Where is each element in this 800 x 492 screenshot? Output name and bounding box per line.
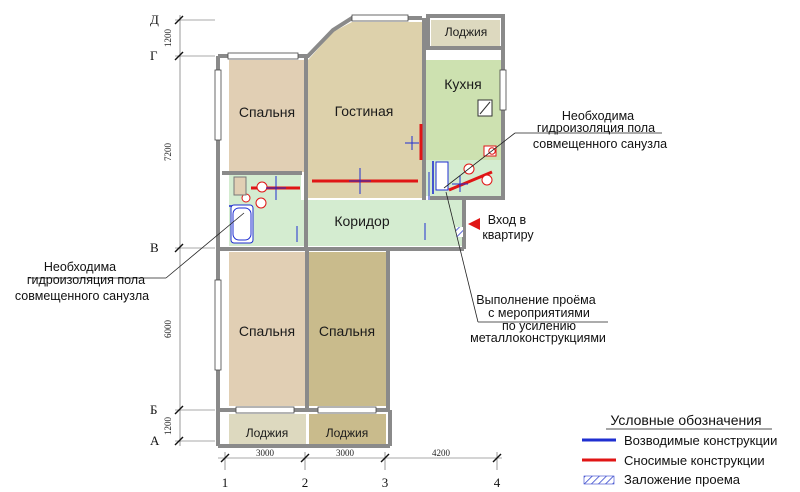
note-entrance-line1: Вход в <box>488 213 527 227</box>
room-bedroom-bottom-left <box>229 252 306 406</box>
dim-vertical-2: 7200 <box>163 143 173 162</box>
dim-vertical-1: 1200 <box>163 29 173 48</box>
note-waterproof-right-line2: гидроизоляция пола <box>537 121 655 135</box>
windows <box>214 14 507 414</box>
note-waterproof-left-line3: совмещенного санузла <box>15 289 149 303</box>
rooms <box>229 20 501 444</box>
legend: Условные обозначения Возводимые конструк… <box>582 412 777 487</box>
note-opening-line1: Выполнение проёма <box>476 293 595 307</box>
note-waterproof-left: Необходима гидроизоляция пола совмещенно… <box>15 260 149 303</box>
room-bedroom-bottom-right <box>309 252 386 406</box>
hatch-opening-marker <box>456 227 463 237</box>
axis-grid <box>175 15 502 470</box>
room-label-loggia-bottom-left: Лоджия <box>246 426 289 440</box>
legend-label-demolish: Сносимые конструкции <box>624 453 765 468</box>
bath-fixtures-right <box>435 99 497 191</box>
room-living <box>308 22 422 198</box>
axis-row-A: А <box>150 433 160 448</box>
note-waterproof-right-line3: совмещенного санузла <box>533 137 667 151</box>
legend-title: Условные обозначения <box>610 412 761 428</box>
crosshairs <box>266 136 468 242</box>
room-loggia-bottom-right <box>309 414 386 444</box>
room-loggia-bottom-left <box>229 414 306 444</box>
room-label-living: Гостиная <box>335 103 394 119</box>
dim-horizontal-2: 3000 <box>336 448 355 458</box>
note-entrance: Вход в квартиру <box>482 213 534 242</box>
axis-col-4: 4 <box>494 475 501 490</box>
room-label-bedroom-bottom-left: Спальня <box>239 323 295 339</box>
room-loggia-top <box>431 20 500 46</box>
room-label-kitchen: Кухня <box>444 76 481 92</box>
axis-row-V: В <box>150 240 159 255</box>
note-opening-line4: металлоконструкциями <box>470 331 606 345</box>
note-waterproof-right-line1: Необходима <box>562 109 634 123</box>
note-opening-line3: по усилению <box>502 319 576 333</box>
room-label-corridor: Коридор <box>334 213 390 229</box>
entrance-arrow <box>468 218 480 230</box>
note-waterproof-right: Необходима гидроизоляция пола совмещенно… <box>533 109 667 151</box>
dim-vertical-4: 1200 <box>163 417 173 436</box>
bath-fixtures-left <box>230 176 268 244</box>
axis-col-2: 2 <box>302 475 309 490</box>
note-opening-line2: с мероприятиями <box>488 306 590 320</box>
room-bedroom-top <box>229 60 306 172</box>
note-waterproof-left-line2: гидроизоляция пола <box>27 273 145 287</box>
room-label-loggia-bottom-right: Лоджия <box>326 426 369 440</box>
room-label-loggia-top: Лоджия <box>445 25 488 39</box>
legend-swatch-hatch <box>583 475 615 485</box>
note-opening: Выполнение проёма с мероприятиями по уси… <box>470 293 606 345</box>
room-label-bedroom-top: Спальня <box>239 104 295 120</box>
room-corridor <box>301 200 464 246</box>
axis-ticks <box>174 15 502 463</box>
axis-row-B: Б <box>150 402 157 417</box>
dim-vertical-3: 6000 <box>163 320 173 339</box>
axis-col-1: 1 <box>222 475 229 490</box>
note-waterproof-left-line1: Необходима <box>44 260 116 274</box>
legend-label-hatch: Заложение проема <box>624 472 741 487</box>
dim-horizontal-3: 4200 <box>432 448 451 458</box>
axis-col-3: 3 <box>382 475 389 490</box>
leader-lines <box>29 132 662 323</box>
legend-label-build: Возводимые конструкции <box>624 433 777 448</box>
note-entrance-line2: квартиру <box>482 228 534 242</box>
room-label-bedroom-bottom-right: Спальня <box>319 323 375 339</box>
dim-horizontal-1: 3000 <box>256 448 275 458</box>
axis-row-G: Г <box>150 48 158 63</box>
axis-row-D: Д <box>150 12 159 27</box>
